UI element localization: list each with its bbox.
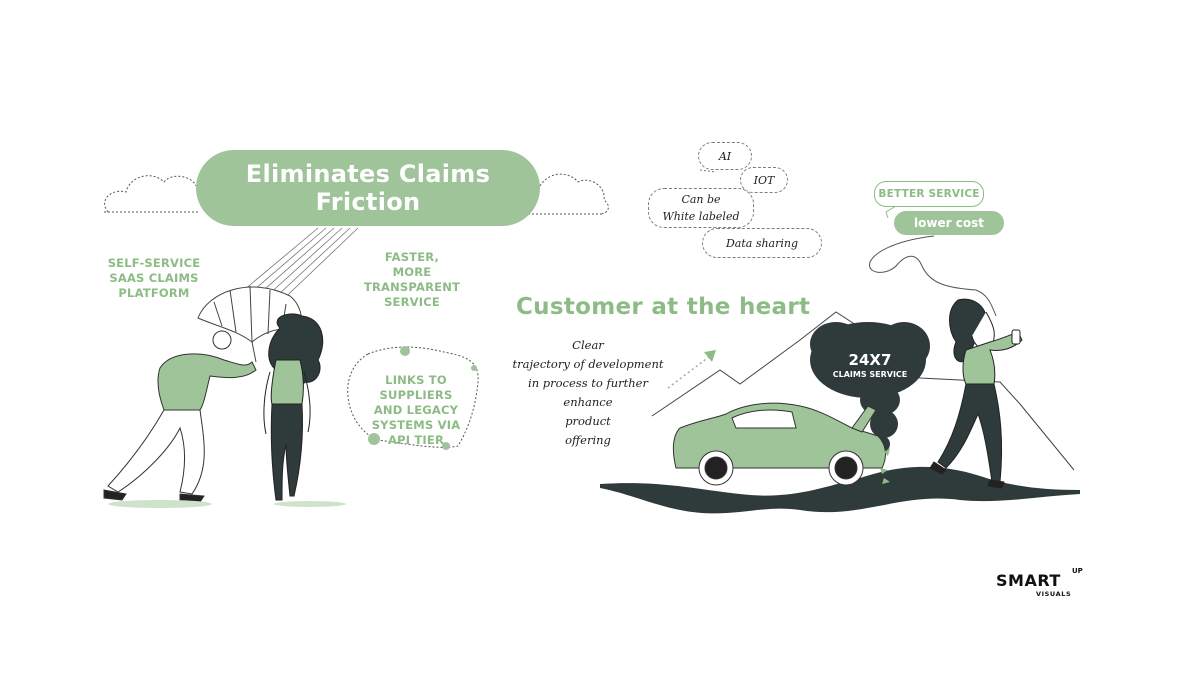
logo-up: UP bbox=[1072, 567, 1083, 575]
car-icon bbox=[672, 402, 886, 486]
links-suppliers-label: LINKS TO SUPPLIERS AND LEGACY SYSTEMS VI… bbox=[371, 373, 461, 447]
lower-cost-bubble: lower cost bbox=[894, 211, 1004, 235]
better-service-bubble: BETTER SERVICE bbox=[874, 181, 984, 207]
cloud-left-icon bbox=[104, 175, 197, 213]
trajectory-arrow-icon bbox=[667, 355, 711, 389]
logo-visuals: VISUALS bbox=[1036, 590, 1072, 598]
api-tier-outline bbox=[347, 346, 479, 448]
faster-service-label: FASTER, MORE TRANSPARENT SERVICE bbox=[363, 250, 461, 309]
bubble-iot: IOT bbox=[740, 167, 788, 193]
smoke-text: 24X7 CLAIMS SERVICE bbox=[832, 351, 908, 380]
self-service-label: SELF-SERVICE SAAS CLAIMS PLATFORM bbox=[107, 256, 201, 300]
man-figure bbox=[103, 330, 257, 503]
bubble-data-sharing: Data sharing bbox=[702, 228, 822, 258]
speech-curl bbox=[869, 235, 997, 317]
customer-heading: Customer at the heart bbox=[516, 294, 811, 320]
bubble-ai: AI bbox=[698, 142, 752, 170]
title-banner: Eliminates Claims Friction bbox=[196, 150, 540, 226]
cloud-right-icon bbox=[539, 173, 609, 215]
title-line-2: Friction bbox=[315, 188, 421, 216]
bubble-white-labeled: Can be White labeled bbox=[648, 188, 754, 228]
title-line-1: Eliminates Claims bbox=[245, 160, 491, 188]
logo-smart: SMART bbox=[996, 571, 1061, 590]
trajectory-text: Clear trajectory of development in proce… bbox=[512, 338, 664, 447]
api-node-dot bbox=[400, 346, 410, 356]
crash-spark bbox=[880, 448, 890, 484]
ground-shape bbox=[600, 466, 1080, 514]
woman-figure-left bbox=[263, 313, 324, 501]
woman-figure-right bbox=[929, 298, 1023, 489]
